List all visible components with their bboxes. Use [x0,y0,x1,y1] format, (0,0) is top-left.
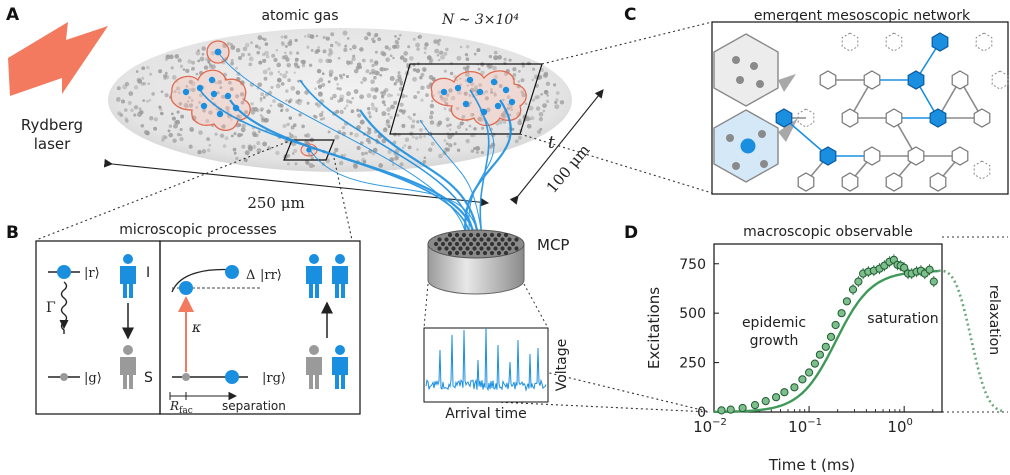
data-point [717,406,726,415]
x-tick-label: 100 [887,417,912,436]
laser-label-line1: Rydberg [21,116,83,134]
state-rg-label: |rg⟩ [262,371,286,386]
y-tick-label: 0 [697,405,706,421]
chart-ylabel: Excitations [645,287,663,369]
data-point [790,383,799,392]
panel-label-c: C [624,5,636,25]
y-tick-label: 500 [679,306,706,322]
atom-count-label: N ∼ 3×10⁴ [441,12,519,28]
mcp-detector [427,229,525,295]
gas-label: atomic gas [261,8,338,24]
chart-xlabel: Time t (ms) [768,456,855,474]
trace-ylabel: Voltage [554,339,570,392]
data-point [761,397,770,406]
data-point [815,350,825,359]
excited-pair-atom-right [225,265,239,279]
infected-pair-icons [306,254,348,298]
x-tick-label: 10−2 [693,417,727,436]
data-point [854,277,863,286]
hex-network [775,32,1009,192]
x-tick-label: 10−1 [788,417,822,436]
label-I: I [146,265,150,281]
relaxation-curve [938,269,1005,413]
mcp-connector-right [523,283,549,329]
dimension-label-250: 250 μm [247,194,304,212]
y-tick-label: 250 [679,356,706,372]
label-S: S [144,370,153,386]
delta-symbol: Δ [246,268,255,283]
data-point [798,375,807,384]
fit-curve [714,269,939,413]
voltage-trace [425,327,547,392]
data-point [821,342,830,351]
annot-saturation: saturation [867,311,938,327]
data-point [726,405,735,414]
laser-beam-icon [8,22,108,96]
excitation-chart: 0 250 500 750 10−2 10−1 100 [679,243,1005,436]
panel-c-title: emergent mesoscopic network [754,8,971,24]
data-point [826,332,836,341]
data-point [831,320,840,330]
infected-person-icon [120,254,136,298]
panel-d-title: macroscopic observable [743,224,913,240]
annot-epidemic-1: epidemic [742,315,806,331]
dimension-arrow-250 [103,158,490,207]
state-g-label: |g⟩ [84,371,102,386]
dimension-arrow-100 [509,89,604,205]
susceptible-person-icon [120,345,136,389]
panel-b-title: microscopic processes [119,222,276,238]
data-point [929,277,938,286]
state-r-label: |r⟩ [84,266,100,281]
decay-symbol: Γ [46,300,56,316]
ion-trajectories [199,51,512,237]
ground-atom-icon [60,373,68,381]
data-point [805,368,814,377]
rydberg-atom-icon [57,265,71,279]
panel-label-b: B [6,223,19,243]
mixed-pair-icons [306,345,348,389]
kappa-symbol: κ [191,320,201,336]
data-point [810,359,820,368]
state-rr-label: |rr⟩ [260,268,282,283]
data-point [925,265,934,274]
data-point [780,388,789,397]
trace-xlabel: Arrival time [445,406,527,422]
laser-label-line2: laser [34,135,71,153]
data-point [738,403,747,413]
annot-epidemic-2: growth [750,333,799,349]
data-point [900,263,909,272]
panel-b-box-right [159,240,361,415]
mcp-connector-left [423,283,429,329]
panel-label-a: A [6,5,20,25]
y-tick-label: 750 [679,257,706,273]
separation-label: separation [222,399,286,413]
decay-arrowhead [59,319,69,330]
excited-pair-atom-left [179,281,193,295]
data-point [837,309,846,318]
annot-relaxation: relaxation [986,285,1002,355]
ground-pair-atom-right [225,370,239,384]
data-point [772,393,781,402]
mcp-label: MCP [537,236,569,254]
data-point [848,285,858,294]
chart-frame [713,243,943,413]
data-point [750,401,760,410]
hex-zoom-inset [713,33,798,183]
ground-pair-atom-left [182,373,190,381]
data-point [842,297,852,306]
panel-label-d: D [624,223,638,243]
rfac-label: Rfac [169,399,193,416]
